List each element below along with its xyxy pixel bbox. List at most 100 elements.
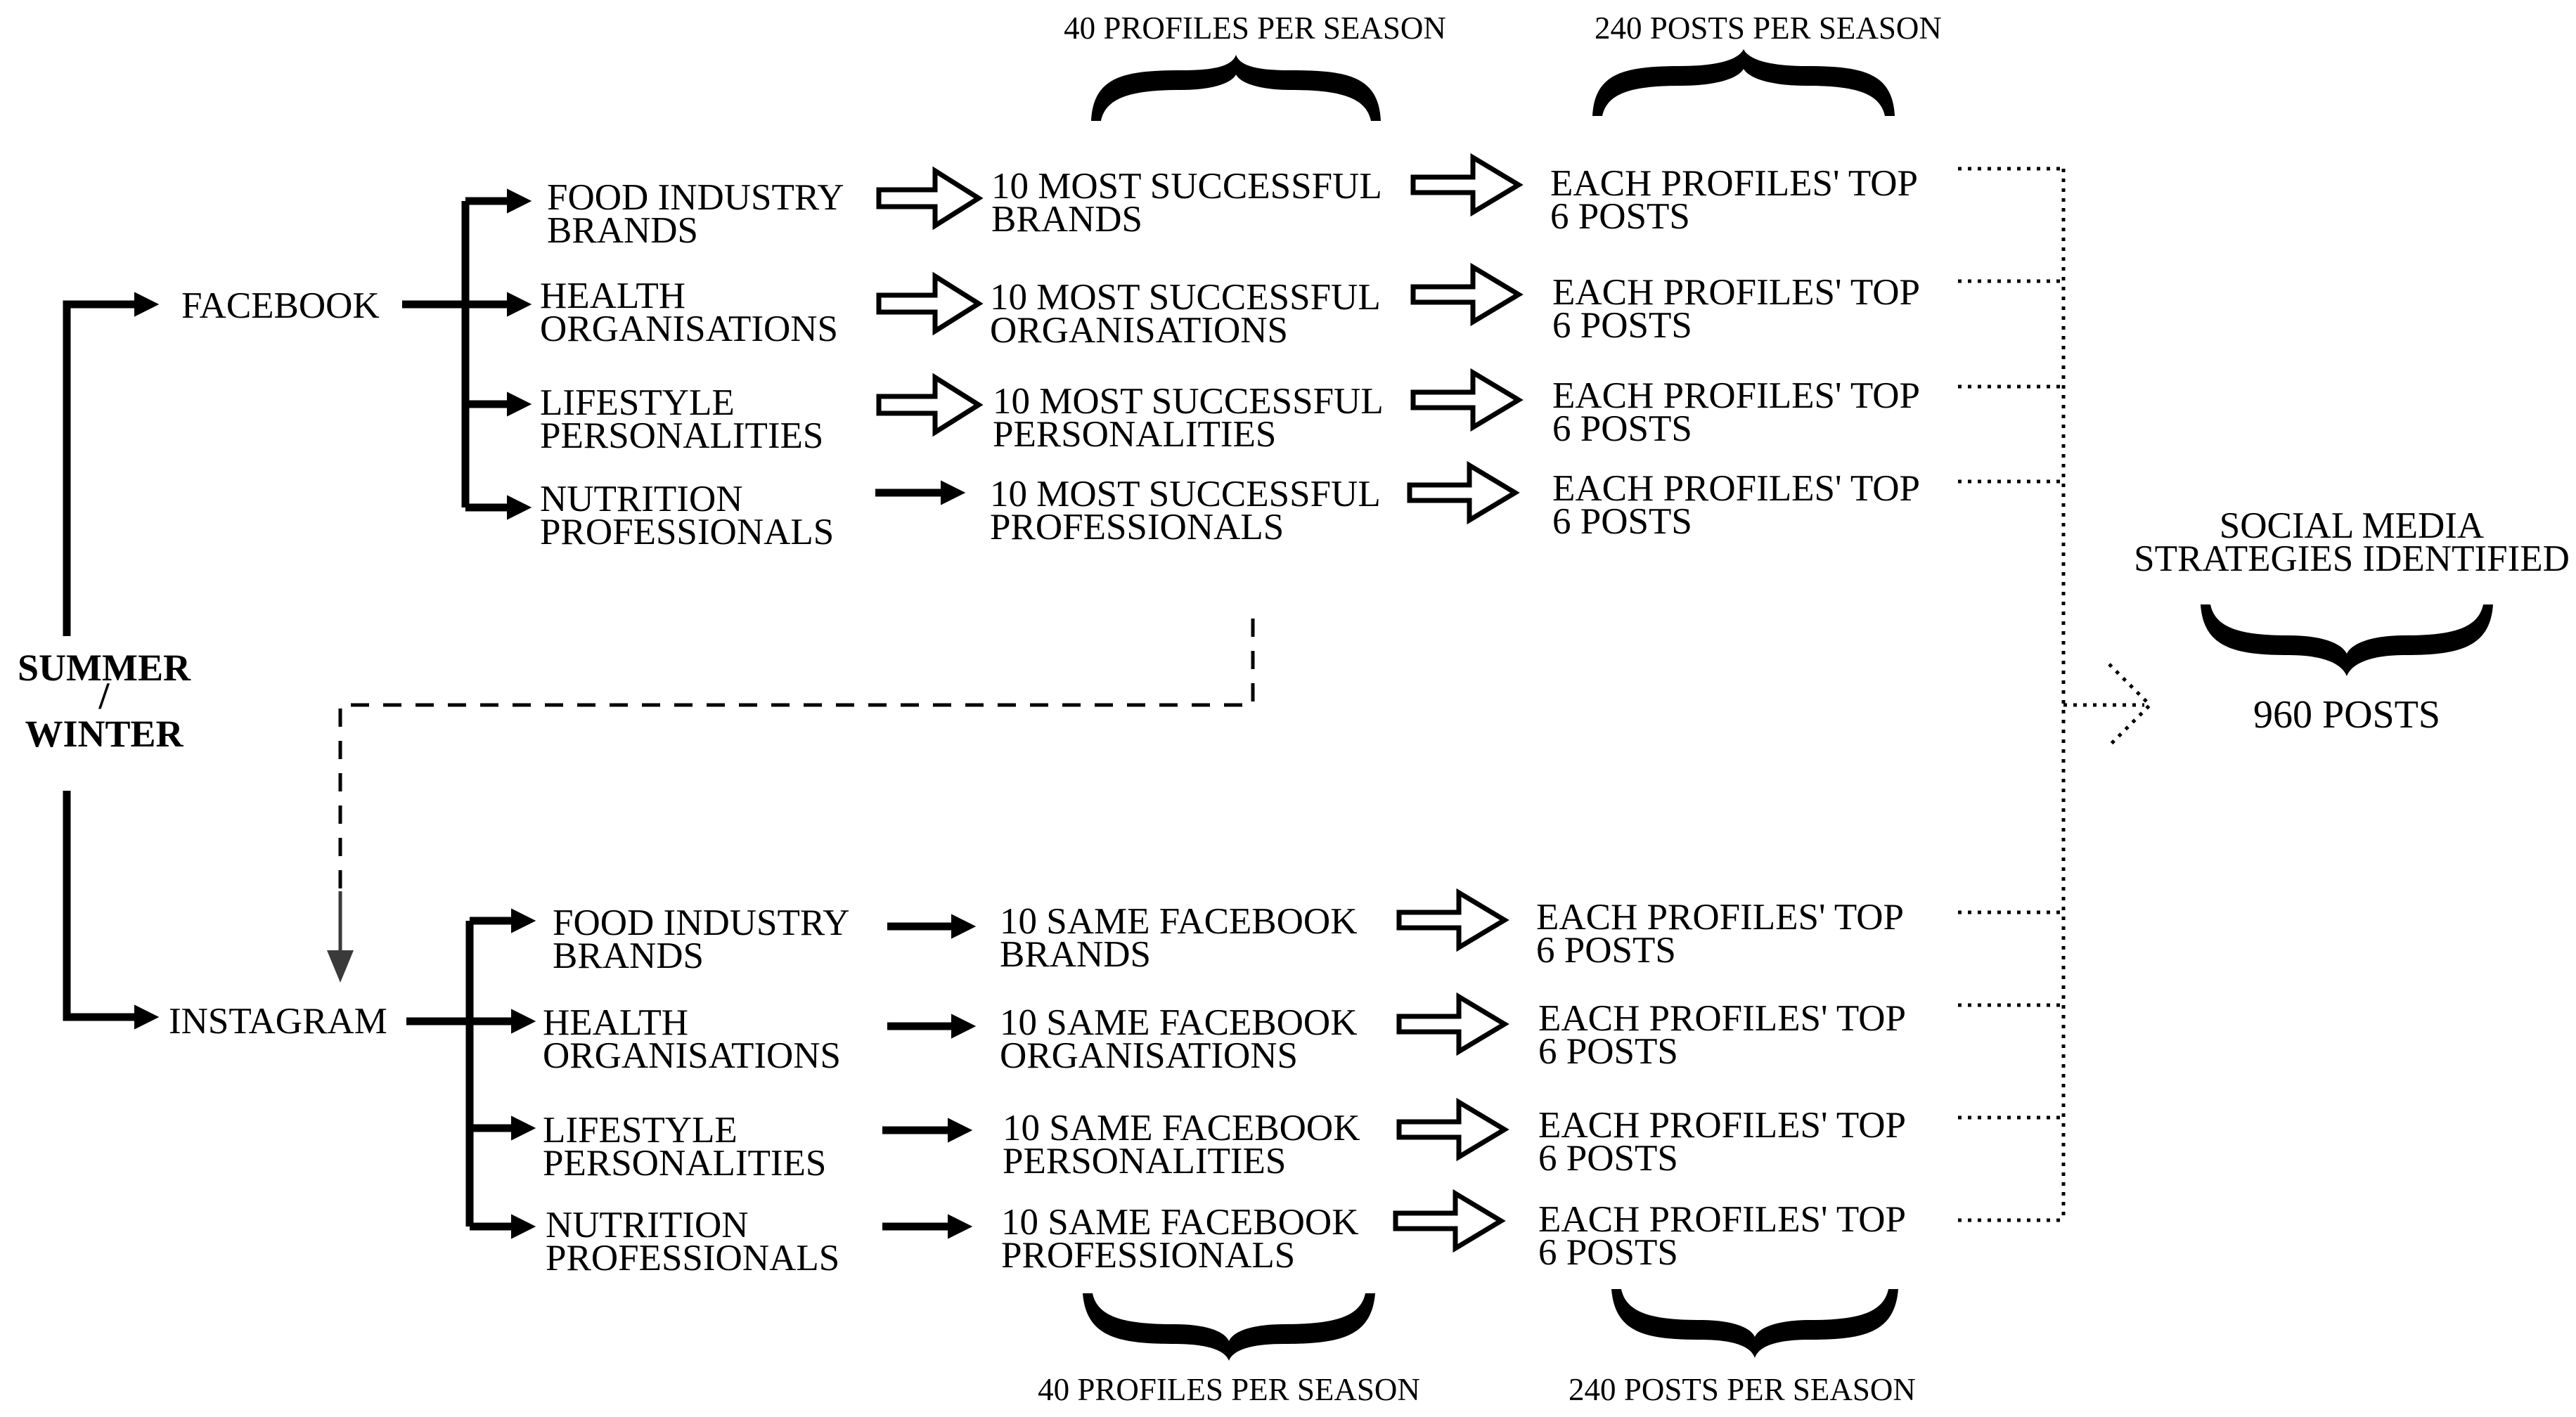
ig-sel-3-line2: PERSONALITIES	[1003, 1141, 1286, 1182]
root-to-instagram-arrow	[63, 791, 160, 1030]
ig-posts-3-line2: 6 POSTS	[1538, 1138, 1678, 1179]
ig-cat-1-line1: FOOD INDUSTRY	[553, 902, 850, 943]
fb-sel-4-line1: 10 MOST SUCCESSFUL	[990, 474, 1381, 515]
ig-sel-1-line1: 10 SAME FACEBOOK	[1000, 901, 1357, 942]
fb-cat-4-line2: PROFESSIONALS	[540, 512, 834, 552]
fb-profiles-brace	[1091, 55, 1381, 121]
ig-posts-4-line1: EACH PROFILES' TOP	[1538, 1199, 1906, 1240]
fb-hollow-arrow-3a	[876, 373, 984, 437]
ig-posts-3-line1: EACH PROFILES' TOP	[1538, 1105, 1906, 1146]
result-line2: STRATEGIES IDENTIFIED	[2134, 538, 2570, 579]
fb-posts-brace	[1592, 49, 1895, 116]
fb-sel-3-line2: PERSONALITIES	[993, 414, 1276, 455]
ig-posts-2-line2: 6 POSTS	[1538, 1031, 1678, 1072]
ig-hollow-arrow-2b	[1396, 992, 1509, 1056]
ig-cat-3-line2: PERSONALITIES	[543, 1143, 826, 1184]
fb-profiles-note: 40 PROFILES PER SEASON	[1064, 11, 1446, 46]
root-line1: SUMMER	[18, 647, 191, 689]
fb-sel-2-line1: 10 MOST SUCCESSFUL	[990, 277, 1381, 318]
fb-cat-2-line1: HEALTH	[540, 276, 685, 316]
fb-posts-2-line2: 6 POSTS	[1552, 305, 1692, 346]
ig-posts-4-line2: 6 POSTS	[1538, 1232, 1678, 1273]
fb-posts-3: EACH PROFILES' TOP 6 POSTS	[1552, 375, 1920, 449]
fb-hollow-arrow-4b	[1407, 460, 1520, 525]
facebook-label: FACEBOOK	[181, 285, 380, 326]
root-line2: WINTER	[25, 713, 183, 755]
fb-posts-4-line1: EACH PROFILES' TOP	[1552, 468, 1920, 509]
dotted-collector	[1958, 167, 2153, 1222]
fb-posts-4-line2: 6 POSTS	[1552, 501, 1692, 542]
ig-posts-1-line1: EACH PROFILES' TOP	[1536, 897, 1904, 938]
ig-sel-4-line2: PROFESSIONALS	[1001, 1235, 1295, 1276]
fb-selection-orgs: 10 MOST SUCCESSFUL ORGANISATIONS	[990, 277, 1381, 351]
fb-sel-4-line2: PROFESSIONALS	[990, 507, 1284, 548]
ig-cat-2-line2: ORGANISATIONS	[543, 1035, 841, 1076]
ig-category-lifestyle: LIFESTYLE PERSONALITIES	[543, 1110, 826, 1184]
facebook-to-instagram-dashed-link	[338, 619, 1255, 891]
ig-cat-1-line2: BRANDS	[553, 936, 704, 976]
ig-profiles-brace	[1083, 1293, 1375, 1361]
fb-sel-1-line1: 10 MOST SUCCESSFUL	[991, 166, 1382, 207]
fb-cat-4-line1: NUTRITION	[540, 479, 743, 519]
root-to-facebook-arrow	[63, 292, 160, 636]
fb-category-lifestyle: LIFESTYLE PERSONALITIES	[540, 382, 823, 456]
ig-selection-professionals: 10 SAME FACEBOOK PROFESSIONALS	[1001, 1202, 1358, 1276]
fb-cat-2-line2: ORGANISATIONS	[540, 309, 838, 349]
ig-cat-3-line1: LIFESTYLE	[543, 1110, 738, 1151]
ig-hollow-arrow-4b	[1393, 1189, 1506, 1253]
fb-hollow-arrow-2b	[1410, 262, 1524, 327]
fb-cat-1-line2: BRANDS	[547, 210, 698, 251]
ig-hollow-arrow-1b	[1396, 888, 1509, 952]
ig-posts-note: 240 POSTS PER SEASON	[1569, 1372, 1916, 1407]
fb-posts-3-line1: EACH PROFILES' TOP	[1552, 375, 1920, 416]
fb-posts-1-line1: EACH PROFILES' TOP	[1550, 163, 1918, 204]
fb-posts-1-line2: 6 POSTS	[1550, 196, 1690, 237]
fb-posts-2: EACH PROFILES' TOP 6 POSTS	[1552, 272, 1920, 346]
result-total: 960 POSTS	[2253, 693, 2440, 737]
ig-category-food-brands: FOOD INDUSTRY BRANDS	[553, 902, 850, 976]
ig-posts-3: EACH PROFILES' TOP 6 POSTS	[1538, 1105, 1906, 1179]
ig-cat-2-line1: HEALTH	[543, 1002, 688, 1043]
ig-posts-brace	[1611, 1289, 1898, 1358]
fb-sel-2-line2: ORGANISATIONS	[990, 310, 1288, 351]
fb-selection-personalities: 10 MOST SUCCESSFUL PERSONALITIES	[993, 381, 1384, 455]
ig-selection-brands: 10 SAME FACEBOOK BRANDS	[1000, 901, 1357, 975]
fb-selection-brands: 10 MOST SUCCESSFUL BRANDS	[991, 166, 1382, 240]
ig-category-nutrition: NUTRITION PROFESSIONALS	[546, 1205, 839, 1279]
ig-cat-4-line1: NUTRITION	[546, 1205, 749, 1245]
ig-posts-1: EACH PROFILES' TOP 6 POSTS	[1536, 897, 1904, 971]
fb-posts-4: EACH PROFILES' TOP 6 POSTS	[1552, 468, 1920, 542]
fb-cat-1-line1: FOOD INDUSTRY	[547, 177, 844, 218]
fb-posts-3-line2: 6 POSTS	[1552, 408, 1692, 449]
fb-cat-3-line2: PERSONALITIES	[540, 415, 823, 456]
fb-sel-3-line1: 10 MOST SUCCESSFUL	[993, 381, 1384, 422]
ig-sel-4-line1: 10 SAME FACEBOOK	[1001, 1202, 1358, 1243]
fb-posts-1: EACH PROFILES' TOP 6 POSTS	[1550, 163, 1918, 237]
result-line1: SOCIAL MEDIA	[2220, 505, 2484, 546]
fb-hollow-arrow-3b	[1410, 368, 1524, 432]
ig-sel-1-line2: BRANDS	[1000, 934, 1151, 975]
fb-selection-professionals: 10 MOST SUCCESSFUL PROFESSIONALS	[990, 474, 1381, 548]
fb-category-health-orgs: HEALTH ORGANISATIONS	[540, 276, 838, 349]
ig-cat-4-line2: PROFESSIONALS	[546, 1238, 839, 1279]
fb-hollow-arrow-1a	[876, 166, 984, 231]
fb-posts-note: 240 POSTS PER SEASON	[1595, 11, 1942, 46]
ig-selection-orgs: 10 SAME FACEBOOK ORGANISATIONS	[1000, 1002, 1357, 1076]
ig-selection-personalities: 10 SAME FACEBOOK PERSONALITIES	[1003, 1108, 1360, 1182]
fb-category-nutrition: NUTRITION PROFESSIONALS	[540, 479, 834, 552]
ig-sel-3-line1: 10 SAME FACEBOOK	[1003, 1108, 1360, 1149]
dashed-link-arrowhead	[327, 950, 354, 983]
ig-profiles-note: 40 PROFILES PER SEASON	[1038, 1372, 1420, 1407]
ig-hollow-arrow-3b	[1396, 1097, 1509, 1162]
ig-posts-2: EACH PROFILES' TOP 6 POSTS	[1538, 998, 1906, 1072]
ig-category-health-orgs: HEALTH ORGANISATIONS	[543, 1002, 841, 1076]
season-root: SUMMER / WINTER	[18, 647, 191, 755]
fb-sel-1-line2: BRANDS	[991, 199, 1142, 240]
ig-sel-2-line2: ORGANISATIONS	[1000, 1035, 1298, 1076]
ig-posts-4: EACH PROFILES' TOP 6 POSTS	[1538, 1199, 1906, 1273]
ig-posts-2-line1: EACH PROFILES' TOP	[1538, 998, 1906, 1039]
fb-category-food-brands: FOOD INDUSTRY BRANDS	[547, 177, 844, 251]
ig-posts-1-line2: 6 POSTS	[1536, 930, 1676, 971]
fb-hollow-arrow-2a	[876, 271, 984, 336]
